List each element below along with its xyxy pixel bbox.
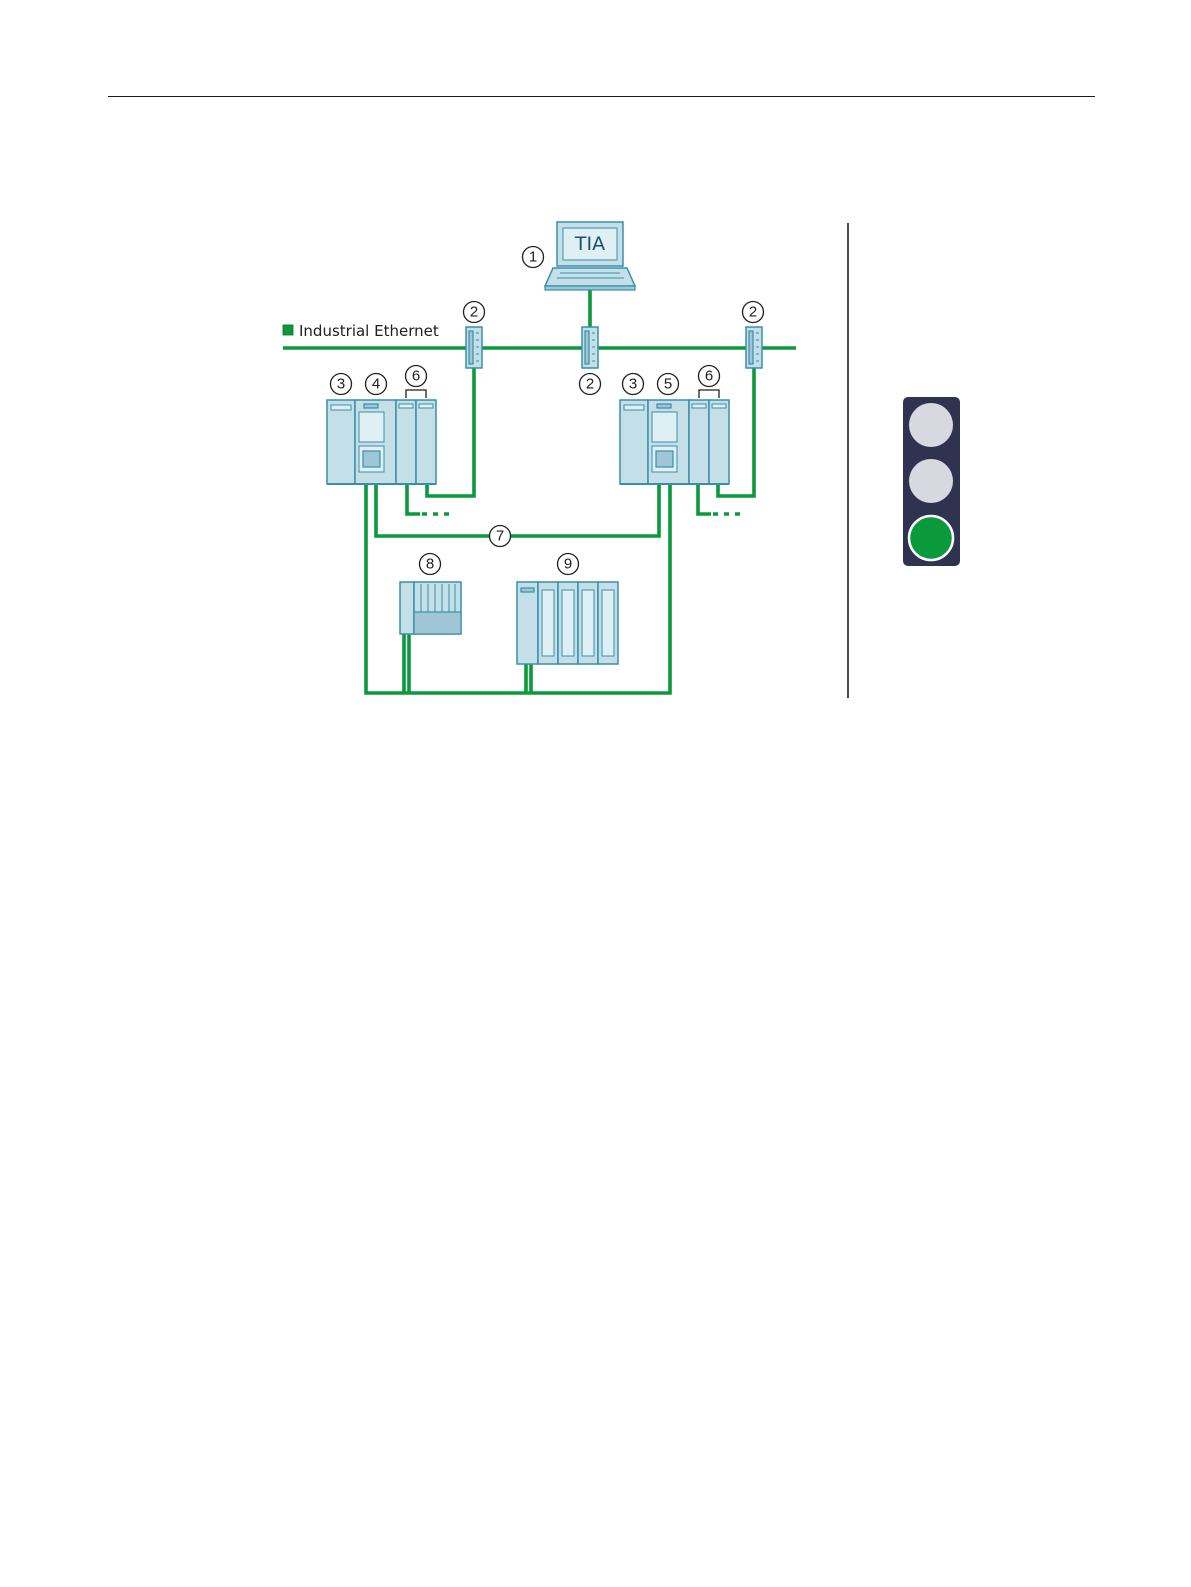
power-supply-module — [620, 400, 648, 484]
legend-swatch — [283, 325, 293, 335]
power-supply-module — [327, 400, 355, 484]
callout-number: 2 — [470, 304, 478, 321]
interface-module — [400, 582, 414, 634]
right-cm-stub — [698, 484, 711, 514]
callout-number: 1 — [529, 249, 537, 266]
traffic-light-middle-lamp — [909, 459, 953, 503]
laptop-screen-text: TIA — [574, 233, 605, 255]
callout-io-station-2: 9 — [558, 554, 579, 575]
callout-left-cpu-1: 3 — [331, 374, 352, 395]
laptop-icon: TIA — [545, 222, 635, 290]
io-station-2 — [517, 582, 618, 664]
callout-right-cm: 6 — [699, 366, 720, 387]
right-controller-rack — [620, 400, 729, 484]
comm-module-2 — [416, 400, 436, 484]
io-station-1 — [400, 582, 461, 634]
traffic-light-icon — [903, 397, 960, 566]
legend: Industrial Ethernet — [283, 322, 439, 340]
callout-left-cm: 6 — [406, 366, 427, 387]
callout-number: 7 — [496, 528, 504, 545]
callout-number: 2 — [749, 304, 757, 321]
traffic-light-top-lamp — [909, 403, 953, 447]
callout-number: 2 — [586, 376, 594, 393]
left-cm-stub — [407, 484, 420, 514]
callout-switch-right: 2 — [743, 302, 764, 323]
callout-number: 3 — [337, 376, 345, 393]
comm-module-1 — [689, 400, 709, 484]
bracket-right-cm — [699, 390, 719, 398]
callout-number: 5 — [664, 376, 672, 393]
switch-right — [746, 327, 762, 368]
callout-io-station-1: 8 — [420, 554, 441, 575]
left-controller-rack — [327, 400, 436, 484]
callout-left-cpu-2: 4 — [366, 374, 387, 395]
callout-number: 4 — [372, 376, 380, 393]
switch-body — [466, 327, 482, 368]
callout-switch-center: 2 — [580, 374, 601, 395]
cpu-display — [359, 412, 384, 442]
switch-left — [466, 327, 482, 368]
comm-module-2 — [709, 400, 729, 484]
callout-sync-link: 7 — [490, 526, 511, 547]
callout-number: 6 — [412, 368, 420, 385]
callout-right-cpu-1: 3 — [623, 374, 644, 395]
callout-number: 8 — [426, 556, 434, 573]
sync-link — [376, 484, 659, 536]
callout-pc: 1 — [523, 247, 544, 268]
cpu-display — [652, 412, 677, 442]
callout-number: 9 — [564, 556, 572, 573]
callout-switch-left: 2 — [464, 302, 485, 323]
callout-right-cpu-2: 5 — [658, 374, 679, 395]
switch-center — [582, 327, 598, 368]
comm-module-1 — [396, 400, 416, 484]
interface-module — [517, 582, 538, 664]
traffic-light-bottom-lamp — [909, 516, 953, 560]
legend-label: Industrial Ethernet — [299, 322, 439, 340]
callout-number: 3 — [629, 376, 637, 393]
laptop-base — [545, 268, 635, 286]
bracket-left-cm — [406, 390, 426, 398]
callout-number: 6 — [705, 368, 713, 385]
